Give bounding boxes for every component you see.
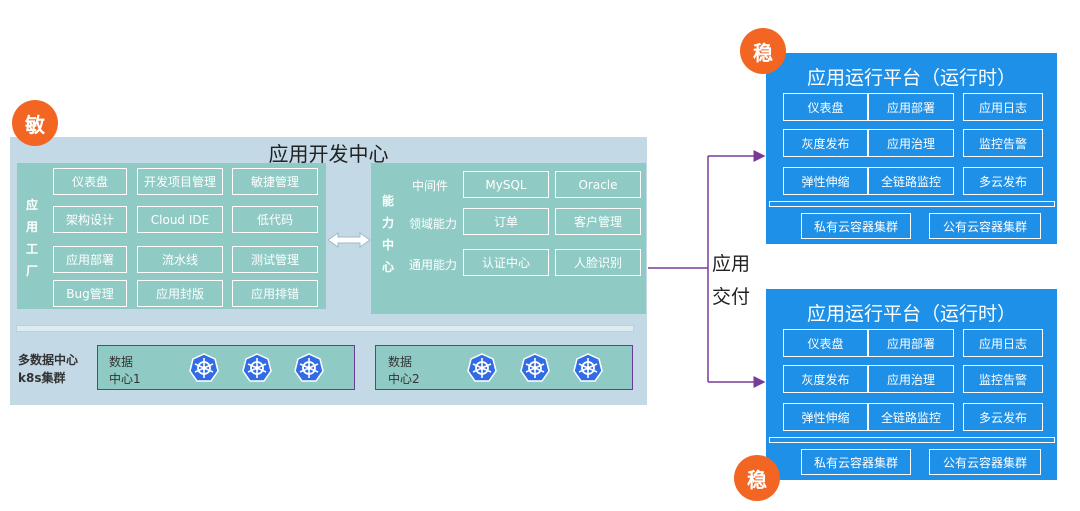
stable-badge: 稳 [734, 455, 780, 501]
platform-cell-tracing: 全链路监控 [868, 403, 954, 431]
factory-cell-low-code: 低代码 [232, 206, 318, 233]
ability-center-label: 能 力 中 心 [381, 194, 394, 274]
platform-cell-app-logs: 应用日志 [963, 93, 1043, 121]
ability-row-label-domain: 领域能力 [409, 217, 458, 231]
factory-cell-dashboard: 仪表盘 [53, 168, 127, 195]
kubernetes-icon [467, 353, 497, 382]
platform-cell-app-logs: 应用日志 [963, 329, 1043, 357]
data-center-1-label: 数据 中心1 [109, 355, 141, 386]
platform-cell-canary: 灰度发布 [783, 365, 868, 393]
app-factory-label: 应 用 工 厂 [25, 198, 38, 278]
multi-dc-label: 多数据中心 k8s集群 [18, 353, 79, 385]
platform-cell-multicloud: 多云发布 [963, 403, 1043, 431]
public-cloud-cluster: 公有云容器集群 [929, 213, 1041, 239]
runtime-platform-1: 应用运行平台（运行时） 仪表盘 应用部署 应用日志 灰度发布 应用治理 监控告警… [766, 53, 1057, 244]
stable-badge: 稳 [740, 28, 786, 74]
runtime-platform-title: 应用运行平台（运行时） [806, 67, 1016, 89]
platform-cell-app-deploy: 应用部署 [868, 93, 954, 121]
platform-cell-dashboard: 仪表盘 [783, 93, 868, 121]
factory-cell-release-freeze: 应用封版 [137, 280, 223, 307]
ability-cell-customer-mgmt: 客户管理 [555, 208, 641, 235]
ability-row-label-common: 通用能力 [409, 258, 458, 272]
runtime-platform-2: 应用运行平台（运行时） 仪表盘 应用部署 应用日志 灰度发布 应用治理 监控告警… [766, 289, 1057, 480]
platform-divider-bar [769, 437, 1055, 443]
factory-cell-cloud-ide: Cloud IDE [137, 206, 223, 233]
runtime-platform-title: 应用运行平台（运行时） [806, 303, 1016, 325]
bidirectional-arrow-icon [327, 232, 371, 248]
ability-cell-auth-center: 认证中心 [463, 249, 549, 276]
factory-cell-agile: 敏捷管理 [232, 168, 318, 195]
private-cloud-cluster: 私有云容器集群 [801, 449, 911, 475]
platform-cell-alerts: 监控告警 [963, 129, 1043, 157]
delivery-connector [648, 150, 766, 388]
platform-cell-autoscale: 弹性伸缩 [783, 403, 868, 431]
platform-cell-canary: 灰度发布 [783, 129, 868, 157]
public-cloud-cluster: 公有云容器集群 [929, 449, 1041, 475]
ability-cell-oracle: Oracle [555, 171, 641, 198]
platform-cell-app-deploy: 应用部署 [868, 329, 954, 357]
factory-cell-test-mgmt: 测试管理 [232, 246, 318, 273]
ability-row-label-middleware: 中间件 [412, 179, 449, 193]
platform-cell-governance: 应用治理 [868, 129, 954, 157]
platform-cell-autoscale: 弹性伸缩 [783, 167, 868, 195]
platform-cell-alerts: 监控告警 [963, 365, 1043, 393]
ability-cell-mysql: MySQL [463, 171, 549, 198]
factory-cell-bug-mgmt: Bug管理 [53, 280, 127, 307]
factory-cell-pipeline: 流水线 [137, 246, 223, 273]
platform-cell-dashboard: 仪表盘 [783, 329, 868, 357]
platform-divider-bar [769, 201, 1055, 207]
platform-cell-multicloud: 多云发布 [963, 167, 1043, 195]
data-center-2-label: 数据 中心2 [388, 355, 420, 386]
infra-divider-bar [16, 325, 634, 332]
kubernetes-icon [573, 353, 603, 382]
delivery-label: 应用交付 [712, 253, 751, 308]
platform-cell-governance: 应用治理 [868, 365, 954, 393]
kubernetes-icon [520, 353, 550, 382]
kubernetes-icon [294, 353, 324, 382]
dev-center-title: 应用开发中心 [268, 142, 389, 166]
private-cloud-cluster: 私有云容器集群 [801, 213, 911, 239]
ability-cell-order: 订单 [463, 208, 549, 235]
agile-badge: 敏 [12, 100, 58, 146]
platform-cell-tracing: 全链路监控 [868, 167, 954, 195]
factory-cell-troubleshoot: 应用排错 [232, 280, 318, 307]
kubernetes-icon [242, 353, 272, 382]
factory-cell-architecture: 架构设计 [53, 206, 127, 233]
factory-cell-dev-project: 开发项目管理 [137, 168, 223, 195]
ability-cell-face-recognition: 人脸识别 [555, 249, 641, 276]
kubernetes-icon [189, 353, 219, 382]
factory-cell-app-deploy: 应用部署 [53, 246, 127, 273]
